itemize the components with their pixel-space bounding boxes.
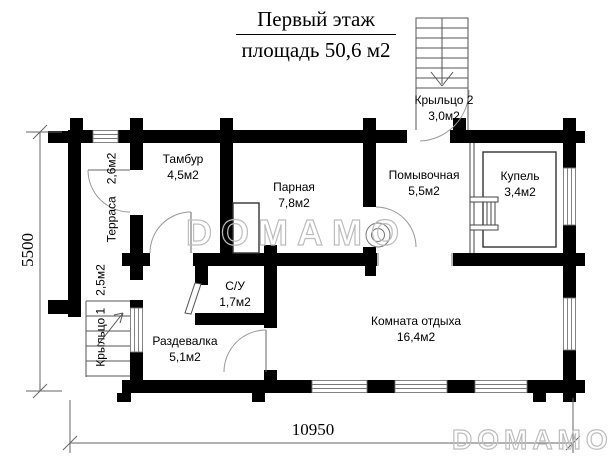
sauna-stove — [232, 202, 260, 254]
window-right-lower — [563, 297, 576, 351]
title-divider — [236, 34, 396, 35]
window-porch1-wall — [130, 307, 143, 353]
window-bottom-3 — [474, 380, 528, 393]
bottom-wall — [527, 380, 576, 393]
windows — [92, 130, 576, 393]
room-label-kryltso2: Крыльцо 2 3,0м2 — [414, 93, 474, 123]
room-label-tambur: Тамбур 4,5м2 — [162, 152, 204, 182]
top-wall — [450, 130, 576, 143]
room-label-parnaya: Парная 7,8м2 — [273, 180, 315, 210]
right-wall — [563, 130, 576, 168]
watermark-corner: DOMAMO — [451, 423, 608, 455]
porch1-razdevalka-wall — [130, 300, 143, 308]
room-label-pomyvochnaya: Помывочная 5,5м2 — [388, 168, 460, 198]
door-terrace-tambour — [87, 169, 131, 213]
dimension-horizontal-10950 — [62, 398, 581, 453]
bottom-wall — [447, 380, 475, 393]
dimension-label-10950: 10950 — [291, 420, 335, 439]
door-parnaya-pomyvochnaya — [375, 206, 417, 248]
room-label-kryltso1: Крыльцо 12,5м2 — [93, 264, 108, 367]
stairs-up-arrow — [96, 312, 124, 347]
window-right-upper — [563, 167, 576, 226]
middle-wall — [453, 253, 576, 266]
doors — [87, 89, 470, 373]
window-bottom-1 — [311, 380, 368, 393]
dimension-label-5500: 5500 — [18, 233, 37, 267]
middle-wall — [193, 253, 377, 266]
tambour-parnaya-wall — [220, 143, 233, 266]
room-label-terrasa: Терраса2,6м2 — [104, 152, 119, 243]
title-line2: площадь 50,6 м2 — [241, 38, 391, 62]
door-tambour-razdevalka — [149, 211, 192, 254]
door-su-leaf — [184, 282, 202, 315]
room-label-kupel: Купель 3,4м2 — [500, 169, 540, 199]
window-bottom-2 — [394, 380, 448, 393]
su-left-wall — [195, 266, 208, 285]
log-end-stubs — [48, 118, 585, 402]
door-razdevalka-komnata — [223, 329, 267, 373]
bottom-wall — [367, 380, 395, 393]
razdevalka-komnata-wall — [264, 245, 277, 328]
porch1-stairs — [85, 300, 130, 377]
top-wall — [118, 130, 407, 143]
window-terrace-top — [92, 130, 119, 143]
stairs-down-arrow — [430, 71, 443, 87]
bottom-wall — [122, 380, 312, 393]
title-block: Первый этаж площадь 50,6 м2 — [198, 6, 434, 63]
porch1-razdevalka-wall — [130, 352, 143, 393]
title-line1: Первый этаж — [257, 7, 375, 31]
middle-wall — [122, 253, 150, 266]
room-label-razdevalka: Раздевалка 5,1м2 — [152, 334, 218, 364]
left-wall — [68, 130, 81, 317]
dimension-vertical-5500 — [26, 124, 62, 399]
passage-jambs — [377, 253, 453, 266]
porch1-razdevalka-wall — [130, 266, 143, 280]
terrace-tambour-wall — [130, 143, 143, 170]
room-label-komnata: Комната отдыха 16,4м2 — [371, 314, 461, 344]
su-bottom-wall — [195, 313, 277, 325]
porch2-stairs — [415, 17, 469, 130]
pool-ladder — [469, 196, 499, 231]
walls — [68, 130, 576, 393]
floor-drain — [365, 222, 391, 248]
razdevalka-komnata-wall — [264, 370, 277, 393]
parnaya-pomyvochnaya-wall — [363, 143, 376, 207]
room-label-su: С/У 1,7м2 — [219, 279, 251, 309]
watermark-center: DOMAMO — [185, 211, 408, 253]
